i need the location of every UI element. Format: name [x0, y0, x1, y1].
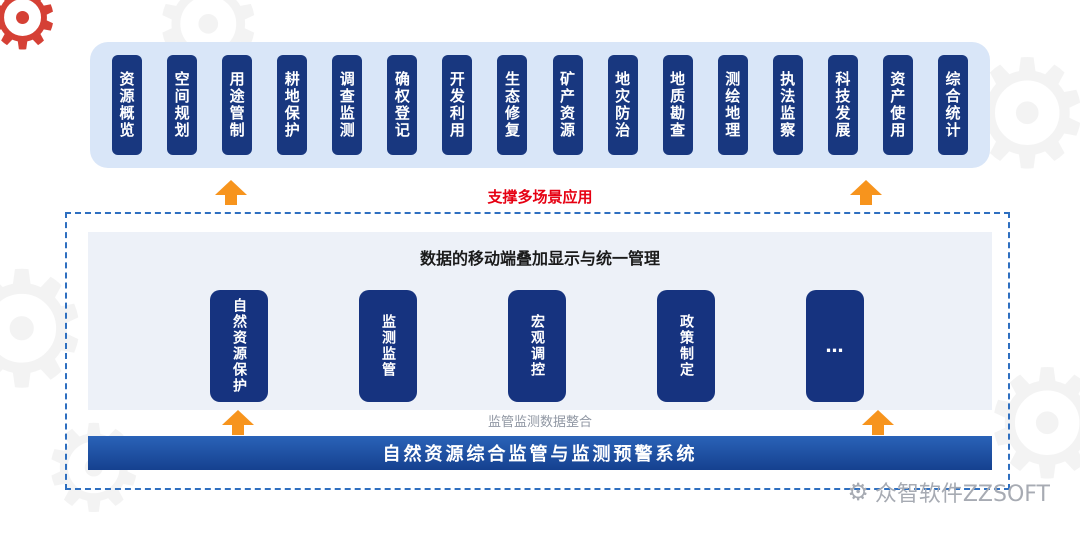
up-arrow-icon: [862, 410, 894, 436]
app-pill: 执法监察: [772, 55, 803, 155]
integration-label: 监管监测数据整合: [487, 415, 592, 430]
app-pill: 测绘地理: [717, 55, 748, 155]
app-pill: 矿产资源: [552, 55, 583, 155]
application-strip: 资源概览 空间规划 用途管制 耕地保护 调查监测 确权登记 开发利用 生态修复 …: [90, 42, 990, 168]
app-pill: 耕地保护: [277, 55, 308, 155]
module-row: 自然资源保护 监测监管 宏观调控 政策制定 …: [210, 290, 864, 402]
gear-decoration-icon: ⚙: [980, 350, 1080, 500]
up-arrow-icon: [222, 410, 254, 436]
gear-decoration-icon: ⚙: [0, 250, 93, 410]
app-pill: 地灾防治: [607, 55, 638, 155]
up-arrow-icon: [850, 180, 882, 206]
module-box: 监测监管: [359, 290, 417, 402]
system-boundary: [65, 212, 1010, 490]
watermark-text: 众智软件ZZSOFT: [874, 482, 1050, 507]
module-box-more: …: [806, 290, 864, 402]
module-box: 宏观调控: [508, 290, 566, 402]
up-arrow-icon: [215, 180, 247, 206]
app-pill: 确权登记: [387, 55, 418, 155]
gear-accent-icon: ⚙: [0, 0, 62, 69]
app-pill: 生态修复: [497, 55, 528, 155]
module-box: 自然资源保护: [210, 290, 268, 402]
app-pill: 开发利用: [442, 55, 473, 155]
support-scenarios-label: 支撑多场景应用: [487, 188, 593, 206]
app-pill: 用途管制: [222, 55, 253, 155]
mobile-overlay-panel: 数据的移动端叠加显示与统一管理 自然资源保护 监测监管 宏观调控 政策制定 …: [88, 232, 992, 410]
module-box: 政策制定: [657, 290, 715, 402]
zzsoft-logo-icon: ⚙: [847, 478, 869, 506]
app-pill: 资产使用: [882, 55, 913, 155]
watermark: ⚙ 众智软件ZZSOFT: [847, 476, 1050, 508]
app-pill: 地质勘查: [662, 55, 693, 155]
panel-title: 数据的移动端叠加显示与统一管理: [419, 249, 660, 268]
system-title-bar: 自然资源综合监管与监测预警系统: [88, 436, 992, 470]
app-pill: 资源概览: [112, 55, 142, 155]
app-pill: 空间规划: [167, 55, 198, 155]
app-pill: 调查监测: [332, 55, 363, 155]
app-pill: 科技发展: [827, 55, 858, 155]
app-pill: 综合统计: [937, 55, 968, 155]
